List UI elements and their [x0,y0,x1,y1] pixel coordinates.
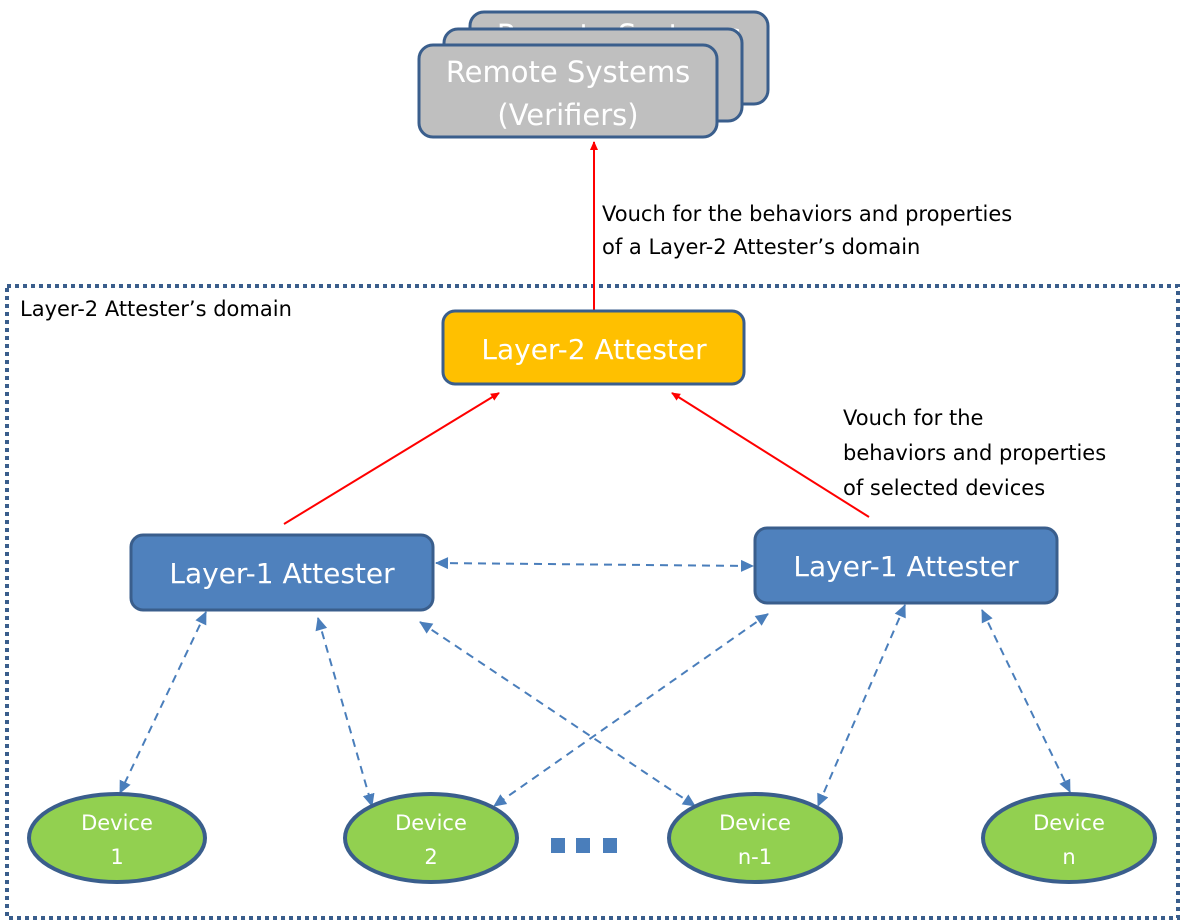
link-layer1-left-layer1-right [435,557,754,572]
device-1-node[interactable]: Device 1 [27,792,207,884]
device-2-ellipse [343,792,519,884]
device-1-ellipse [27,792,207,884]
annotation-device-vouch-line1: Vouch for the [843,406,983,430]
verifier-label-line2: (Verifiers) [497,98,638,132]
device-n-1-ellipse [667,792,843,884]
vouch-arrow-layer1-right-to-layer2 [671,392,870,518]
annotation-device-vouch-line2: behaviors and properties [843,441,1106,465]
layer2-attester-box [441,309,746,386]
link-layer1-right-device-2 [493,613,769,807]
verifier-label-line1: Remote Systems [446,55,690,89]
link-layer1-left-device-1 [119,611,207,794]
device-n-1-label-line1: Device [719,811,791,835]
device-1-label-line1: Device [81,811,153,835]
layer1-attester-left-node[interactable]: Layer-1 Attester [129,533,435,612]
device-n-label-line1: Device [1033,811,1105,835]
vouch-arrow-layer1-left-to-layer2 [283,392,500,525]
device-n-node[interactable]: Device n [981,792,1157,884]
layer1-attester-left-label: Layer-1 Attester [169,557,395,590]
device-n-label-line2: n [1062,845,1075,869]
domain-label: Layer-2 Attester’s domain [20,297,292,321]
layer2-attester-label: Layer-2 Attester [481,333,707,366]
layer1-attester-left-box [129,533,435,612]
verifier-card-front [417,43,719,139]
device-2-label-line1: Device [395,811,467,835]
device-2-node[interactable]: Device 2 [343,792,519,884]
layer1-attester-right-node[interactable]: Layer-1 Attester [753,526,1059,605]
device-1-label-line2: 1 [110,845,123,869]
ellipsis-icon [551,838,617,853]
link-layer1-left-device-n-1 [419,621,696,807]
layer2-attester-node[interactable]: Layer-2 Attester [441,309,746,386]
link-layer1-right-device-n [981,609,1071,793]
device-links [119,557,1071,807]
annotation-top-vouch-line1: Vouch for the behaviors and properties [602,202,1012,226]
annotation-device-vouch-line3: of selected devices [843,476,1045,500]
device-2-label-line2: 2 [424,845,437,869]
device-n-1-label-line2: n-1 [738,845,772,869]
link-layer1-right-device-n-1 [817,604,906,807]
layer1-attester-right-label: Layer-1 Attester [793,550,1019,583]
annotation-top-vouch-line2: of a Layer-2 Attester’s domain [602,235,920,259]
link-layer1-left-device-2 [315,617,375,807]
device-n-1-node[interactable]: Device n-1 [667,792,843,884]
device-n-ellipse [981,792,1157,884]
domain-boundary [5,284,1180,920]
layer1-attester-right-box [753,526,1059,605]
verifier-stack: Remote Systems Remote Systems (Verifiers… [417,10,770,139]
